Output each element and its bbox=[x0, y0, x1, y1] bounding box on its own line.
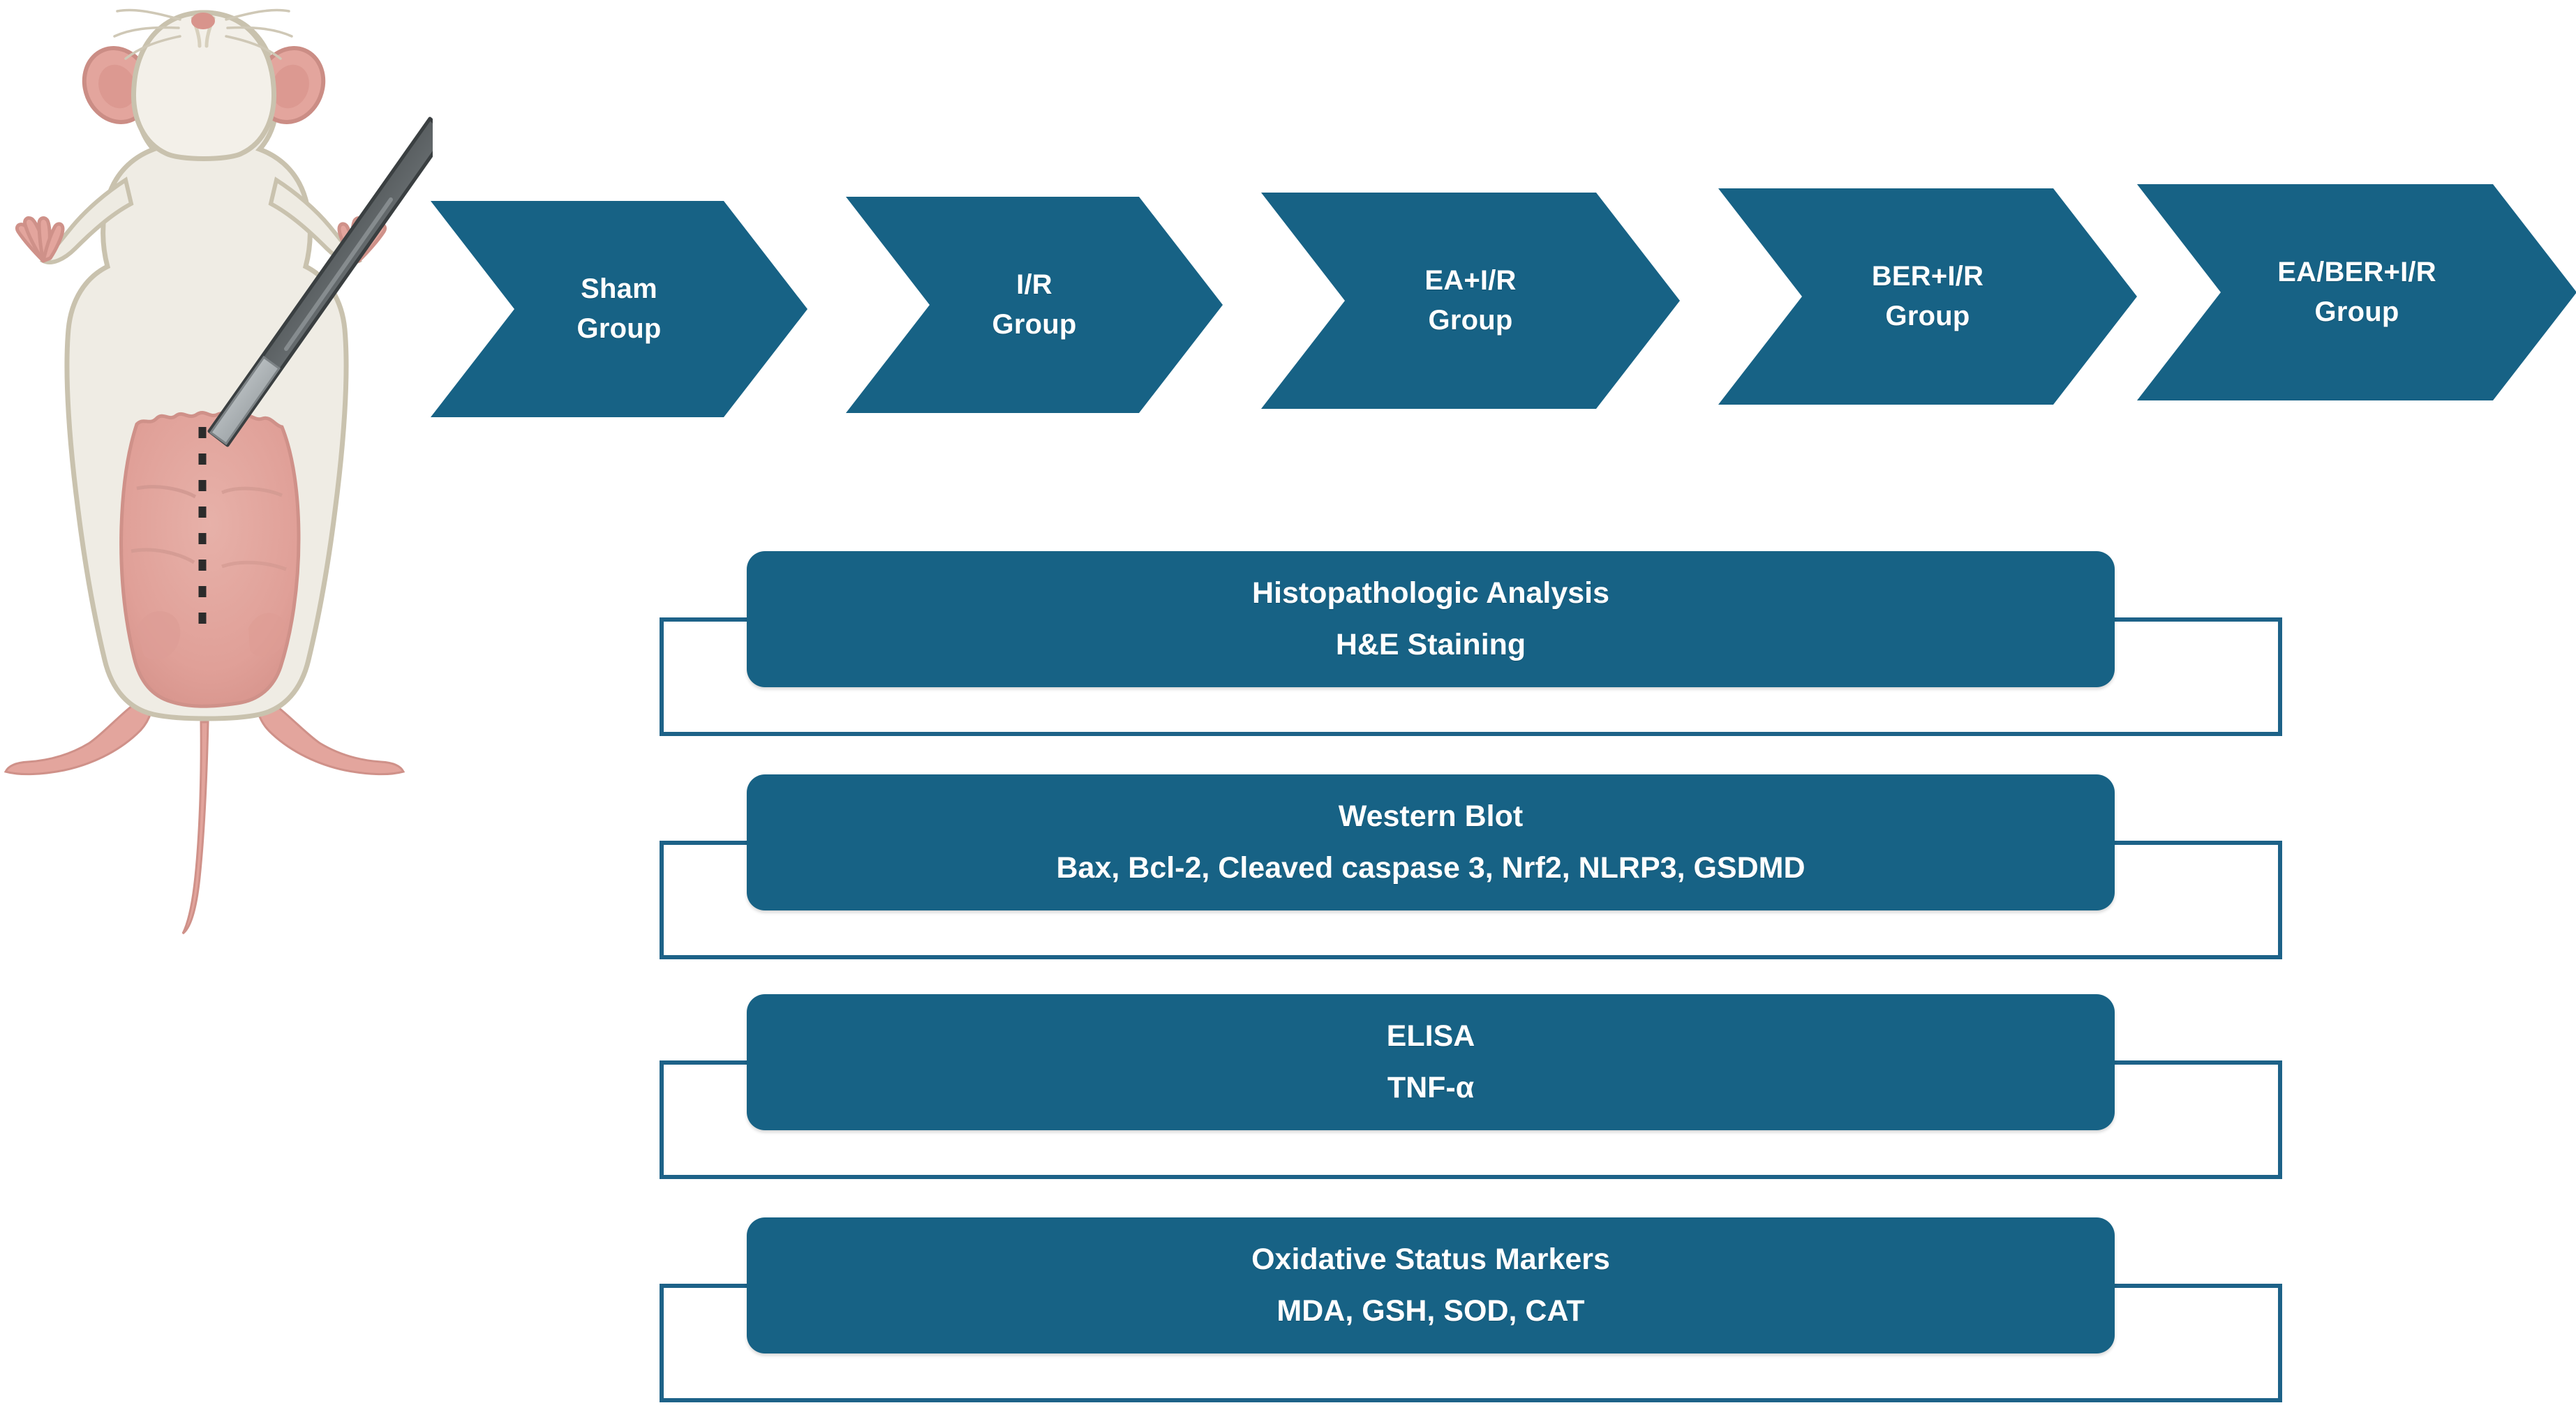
group-chevron-label: I/R Group bbox=[992, 269, 1077, 340]
group-chevron-label: Sham Group bbox=[576, 273, 662, 344]
group-chevron-ea-ber-ir[interactable]: EA/BER+I/R Group bbox=[2137, 184, 2576, 400]
assay-detail: MDA, GSH, SOD, CAT bbox=[1276, 1293, 1585, 1328]
assay-box[interactable]: Western Blot Bax, Bcl-2, Cleaved caspase… bbox=[747, 774, 2115, 910]
assay-detail: TNF-α bbox=[1387, 1070, 1475, 1104]
assay-title: Oxidative Status Markers bbox=[1251, 1242, 1610, 1276]
assay-detail: Bax, Bcl-2, Cleaved caspase 3, Nrf2, NLR… bbox=[1056, 850, 1806, 885]
assay-title: Western Blot bbox=[1338, 799, 1524, 833]
chevron-shape bbox=[431, 201, 807, 417]
chevron-shape bbox=[846, 197, 1223, 413]
group-chevron-ber-ir[interactable]: BER+I/R Group bbox=[1718, 188, 2137, 405]
chevron-shape bbox=[1718, 188, 2137, 405]
assay-box[interactable]: Histopathologic Analysis H&E Staining bbox=[747, 551, 2115, 687]
mouse-illustration-svg bbox=[3, 8, 449, 935]
mouse-head bbox=[131, 10, 277, 161]
chevron-shape bbox=[1261, 193, 1680, 409]
assay-title: Histopathologic Analysis bbox=[1251, 576, 1610, 610]
group-chevron-label: BER+I/R Group bbox=[1871, 261, 1984, 331]
assay-title: ELISA bbox=[1386, 1019, 1475, 1053]
group-chevron-ea-ir[interactable]: EA+I/R Group bbox=[1261, 193, 1680, 409]
treatment-group-row: Sham Group I/R Group EA+I/R Group BER+I/… bbox=[0, 0, 2576, 447]
assay-detail: H&E Staining bbox=[1335, 627, 1526, 661]
mouse-whiskers bbox=[113, 8, 293, 60]
group-chevron-ir[interactable]: I/R Group bbox=[846, 197, 1223, 413]
mouse-exposed-abdomen bbox=[119, 410, 301, 708]
group-chevron-label: EA+I/R Group bbox=[1424, 265, 1517, 336]
mouse-tail bbox=[181, 721, 209, 935]
group-chevron-sham[interactable]: Sham Group bbox=[431, 201, 807, 417]
assay-box[interactable]: Oxidative Status Markers MDA, GSH, SOD, … bbox=[747, 1217, 2115, 1353]
group-chevron-label: EA/BER+I/R Group bbox=[2277, 257, 2436, 327]
mouse-illustration bbox=[0, 0, 449, 935]
chevron-shape bbox=[2137, 184, 2576, 400]
assay-box[interactable]: ELISA TNF-α bbox=[747, 994, 2115, 1130]
